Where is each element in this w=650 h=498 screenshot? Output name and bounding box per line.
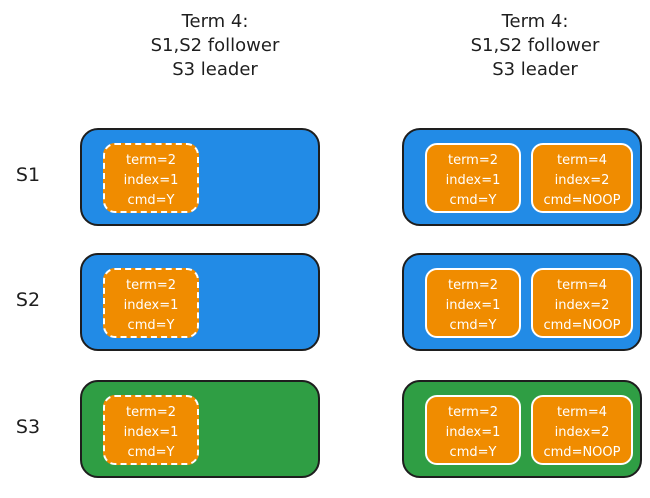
header-line: S1,S2 follower <box>470 35 600 56</box>
entry-index: index=1 <box>445 173 501 188</box>
left-column-header: Term 4: S1,S2 follower S3 leader <box>95 10 335 82</box>
entry-term: term=4 <box>556 278 608 293</box>
log-entry: term=2 index=1 cmd=Y <box>425 143 521 213</box>
entry-cmd: cmd=NOOP <box>543 193 621 208</box>
server-s3-log-left: term=2 index=1 cmd=Y <box>80 380 320 478</box>
header-line: Term 4: <box>181 11 249 32</box>
log-entry: term=2 index=1 cmd=Y <box>425 395 521 465</box>
entry-index: index=1 <box>123 425 179 440</box>
entry-term: term=2 <box>447 278 499 293</box>
entry-cmd: cmd=Y <box>127 193 175 208</box>
entry-index: index=2 <box>554 298 610 313</box>
entry-term: term=2 <box>447 153 499 168</box>
server-label: S3 <box>15 416 41 438</box>
entry-index: index=1 <box>123 298 179 313</box>
entry-cmd: cmd=Y <box>449 318 497 333</box>
entry-term: term=2 <box>125 405 177 420</box>
entry-index: index=1 <box>123 173 179 188</box>
server-label: S2 <box>15 289 41 311</box>
log-entry: term=2 index=1 cmd=Y <box>103 395 199 465</box>
right-column-header: Term 4: S1,S2 follower S3 leader <box>415 10 650 82</box>
header-line: S1,S2 follower <box>150 35 280 56</box>
server-label: S1 <box>15 164 41 186</box>
log-entry: term=2 index=1 cmd=Y <box>103 268 199 338</box>
server-s2-log-left: term=2 index=1 cmd=Y <box>80 253 320 351</box>
header-line: S3 leader <box>172 59 258 80</box>
entry-term: term=2 <box>447 405 499 420</box>
entry-index: index=1 <box>445 298 501 313</box>
entry-cmd: cmd=NOOP <box>543 318 621 333</box>
entry-cmd: cmd=Y <box>449 193 497 208</box>
entry-index: index=2 <box>554 425 610 440</box>
log-entry: term=4 index=2 cmd=NOOP <box>531 143 633 213</box>
entry-term: term=4 <box>556 405 608 420</box>
entry-index: index=2 <box>554 173 610 188</box>
log-entry: term=2 index=1 cmd=Y <box>425 268 521 338</box>
entry-index: index=1 <box>445 425 501 440</box>
entry-cmd: cmd=Y <box>449 445 497 460</box>
entry-cmd: cmd=NOOP <box>543 445 621 460</box>
server-s3-log-right: term=2 index=1 cmd=Y term=4 index=2 cmd=NOOP <box>402 380 642 478</box>
server-s1-log-left: term=2 index=1 cmd=Y <box>80 128 320 226</box>
entry-term: term=2 <box>125 153 177 168</box>
entry-cmd: cmd=Y <box>127 318 175 333</box>
server-s2-log-right: term=2 index=1 cmd=Y term=4 index=2 cmd=NOOP <box>402 253 642 351</box>
entry-cmd: cmd=Y <box>127 445 175 460</box>
server-s1-log-right: term=2 index=1 cmd=Y term=4 index=2 cmd=NOOP <box>402 128 642 226</box>
entry-term: term=4 <box>556 153 608 168</box>
log-entry: term=4 index=2 cmd=NOOP <box>531 268 633 338</box>
header-line: S3 leader <box>492 59 578 80</box>
header-line: Term 4: <box>501 11 569 32</box>
entry-term: term=2 <box>125 278 177 293</box>
log-entry: term=2 index=1 cmd=Y <box>103 143 199 213</box>
log-entry: term=4 index=2 cmd=NOOP <box>531 395 633 465</box>
